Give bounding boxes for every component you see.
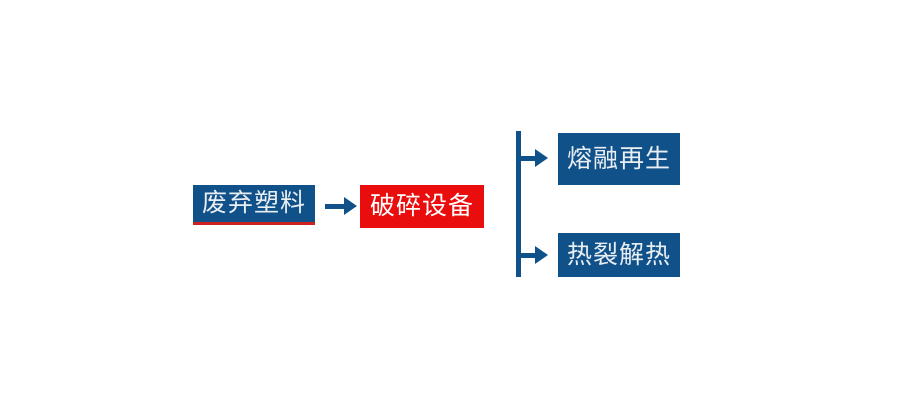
arrow-head [535,149,548,167]
arrow-shaft [516,252,537,258]
arrow-head [535,246,548,264]
arrow-shaft [516,155,537,161]
branch-spine [516,131,521,277]
node-waste-plastic-underline [193,222,315,225]
arrow-shaft [325,203,346,209]
arrow-head [344,197,357,215]
node-pyrolysis-heat-label: 热裂解热 [566,239,671,269]
node-waste-plastic[interactable]: 废弃塑料 [193,185,315,222]
node-melt-regeneration[interactable]: 熔融再生 [558,133,680,185]
node-waste-plastic-label: 废弃塑料 [201,188,306,217]
node-crushing-equipment[interactable]: 破碎设备 [360,185,484,228]
node-pyrolysis-heat[interactable]: 热裂解热 [558,233,680,277]
node-crushing-equipment-label: 破碎设备 [369,191,474,220]
node-melt-regeneration-label: 熔融再生 [566,143,671,173]
